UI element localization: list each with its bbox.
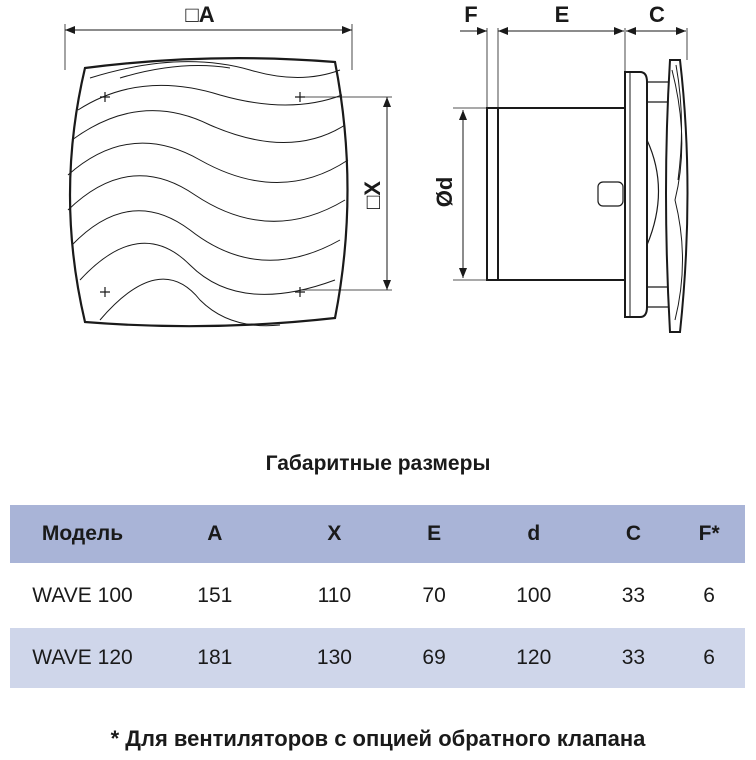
screw-hole-marks	[100, 92, 305, 297]
cell-a: 181	[197, 646, 233, 669]
header-f: F*	[698, 522, 720, 545]
table-row: WAVE 120 181 130 69 120 33 6	[10, 628, 745, 688]
dimension-label-f: F	[464, 2, 477, 27]
cell-e: 70	[422, 583, 446, 607]
cell-c: 33	[621, 646, 646, 669]
header-x: X	[327, 522, 342, 545]
table-title: Габаритные размеры	[265, 452, 491, 475]
header-e: E	[427, 522, 442, 545]
cell-f: 6	[703, 646, 715, 669]
cell-model: WAVE 120	[32, 646, 133, 669]
dimensions-table: Модель A X E d C F* WAVE 100 151 110 70 …	[10, 505, 745, 688]
dimension-label-d: Ød	[432, 177, 457, 208]
footnote: * Для вентиляторов с опцией обратного кл…	[110, 726, 646, 751]
header-model: Модель	[41, 522, 124, 545]
cell-f: 6	[703, 583, 715, 607]
table-header-row: Модель A X E d C F*	[10, 505, 745, 563]
front-view	[64, 24, 392, 328]
cell-x: 130	[316, 646, 352, 669]
cell-e: 69	[422, 646, 446, 669]
header-c: C	[625, 522, 641, 545]
table-row: WAVE 100 151 110 70 100 33 6	[10, 563, 745, 628]
cell-model: WAVE 100	[32, 583, 133, 607]
header-a: A	[207, 522, 223, 545]
dimension-label-e: E	[555, 2, 570, 27]
cell-d: 120	[516, 646, 552, 669]
cell-d: 100	[516, 583, 552, 607]
cell-a: 151	[197, 583, 233, 607]
cell-x: 110	[317, 583, 352, 607]
cell-c: 33	[621, 583, 646, 607]
side-view	[453, 27, 689, 333]
dimension-label-x: □X	[360, 181, 385, 209]
dimension-label-c: C	[649, 2, 665, 27]
header-d: d	[527, 522, 541, 545]
dimension-label-a: □A	[185, 2, 214, 27]
technical-drawing: □A □X F E C Ød	[64, 2, 689, 333]
